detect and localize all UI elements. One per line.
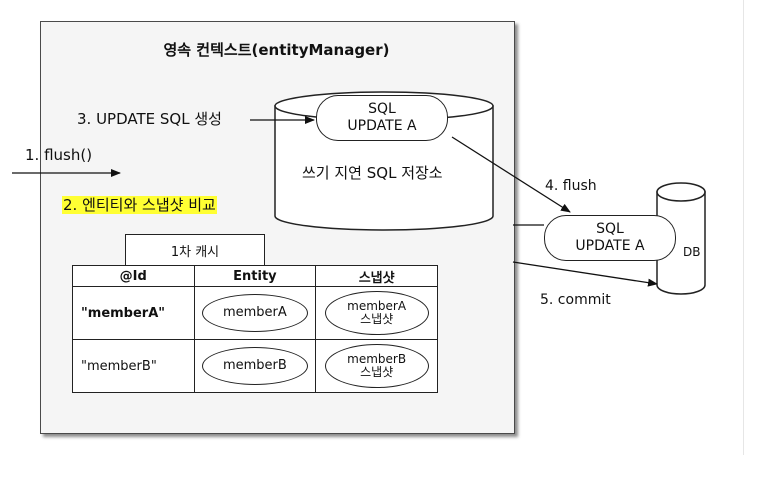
cache-header-id: @Id xyxy=(72,265,195,287)
table-row: "memberA" memberA memberA 스냅샷 xyxy=(72,286,438,340)
snapshot-oval: memberA 스냅샷 xyxy=(324,291,429,335)
context-title: 영속 컨텍스트(entityManager) xyxy=(163,41,390,59)
sql-store-sql-label: SQL xyxy=(368,101,396,118)
db-cylinder xyxy=(656,182,706,295)
sql-store-sql-statement: UPDATE A xyxy=(347,118,417,134)
cache-id-cell: "memberB" xyxy=(72,339,195,393)
snapshot-label: 스냅샷 xyxy=(360,312,394,326)
cache-header-snapshot: 스냅샷 xyxy=(315,265,438,287)
snapshot-label: 스냅샷 xyxy=(360,365,394,379)
first-level-cache-table: @Id Entity 스냅샷 "memberA" memberA memberA… xyxy=(72,265,438,393)
cache-entity-cell: memberA xyxy=(193,286,317,340)
cache-entity-cell: memberB xyxy=(193,339,317,393)
cache-header-entity: Entity xyxy=(193,265,317,287)
flush-to-db-arrow xyxy=(451,136,571,213)
cache-snapshot-cell: memberB 스냅샷 xyxy=(315,339,438,393)
snapshot-name: memberB xyxy=(347,351,407,366)
step-compare-text: 2. 엔티티와 스냅샷 비교 xyxy=(62,196,217,214)
sql-store-statement: SQL UPDATE A xyxy=(316,95,448,141)
cache-header-row: @Id Entity 스냅샷 xyxy=(72,265,438,287)
step-flush: 4. flush xyxy=(545,178,597,194)
step-update-sql: 3. UPDATE SQL 생성 xyxy=(77,110,222,128)
snapshot-name: memberA xyxy=(347,298,407,313)
cache-id-cell: "memberA" xyxy=(72,286,195,340)
table-row: "memberB" memberB memberB 스냅샷 xyxy=(72,339,438,393)
db-sql-statement: SQL UPDATE A xyxy=(544,215,676,261)
db-sql-label: SQL xyxy=(596,221,624,238)
snapshot-oval: memberB 스냅샷 xyxy=(324,344,429,388)
step-compare: 2. 엔티티와 스냅샷 비교 xyxy=(62,196,217,214)
right-divider xyxy=(743,0,744,455)
db-sql-statement-text: UPDATE A xyxy=(575,238,645,254)
step-flush-call: 1. flush() xyxy=(25,146,93,164)
cache-snapshot-cell: memberA 스냅샷 xyxy=(315,286,438,340)
entity-oval: memberB xyxy=(201,347,308,385)
db-label: DB xyxy=(683,245,701,259)
commit-arrow xyxy=(512,261,658,287)
entity-oval: memberA xyxy=(201,294,308,332)
step-commit: 5. commit xyxy=(540,292,611,308)
cache-label: 1차 캐시 xyxy=(125,234,265,267)
sql-store-label: 쓰기 지연 SQL 저장소 xyxy=(302,164,443,182)
